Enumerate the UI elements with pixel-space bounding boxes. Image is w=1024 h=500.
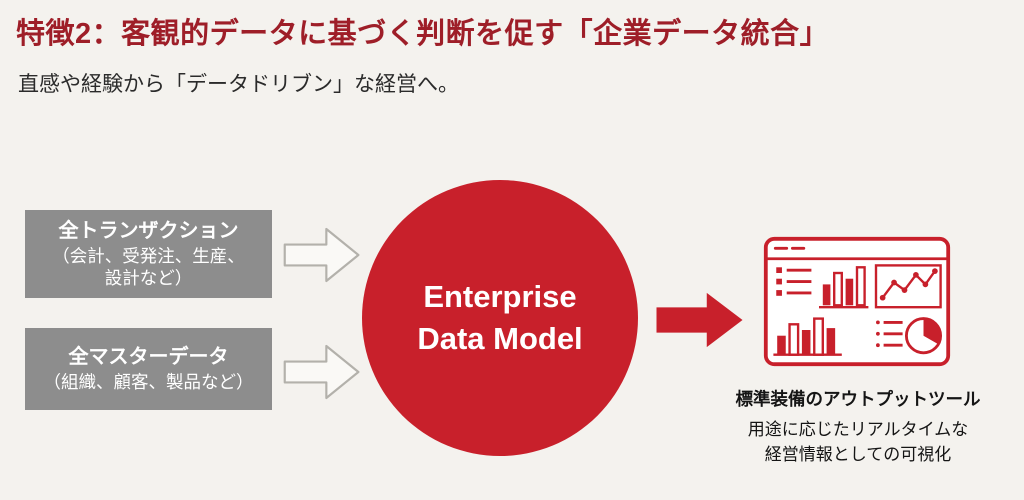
page-subtitle: 直感や経験から「データドリブン」な経営へ。 [18,73,459,96]
circle-label: Enterprise Data Model [417,279,583,356]
dashboard-charts-icon [763,236,951,367]
page-title: 特徴2：客観的データに基づく判断を促す「企業データ統合」 [16,18,830,50]
input-box-master-data: 全マスターデータ （組織、顧客、製品など） [25,328,272,410]
arrow-right-icon [283,227,360,283]
input-box-transactions: 全トランザクション （会計、受発注、生産、 設計など） [25,210,272,298]
input-box-heading: 全マスターデータ [68,345,229,368]
enterprise-data-model-circle: Enterprise Data Model [362,180,638,456]
arrow-right-icon [283,344,360,400]
input-box-heading: 全トランザクション [58,219,239,242]
output-caption-text: 用途に応じたリアルタイムな 経営情報としての可視化 [747,420,969,464]
input-box-detail: （会計、受発注、生産、 設計など） [52,245,245,288]
arrow-right-icon [656,292,743,348]
output-caption-title: 標準装備のアウトプットツール [735,389,981,409]
input-box-detail: （組織、顧客、製品など） [43,371,254,392]
